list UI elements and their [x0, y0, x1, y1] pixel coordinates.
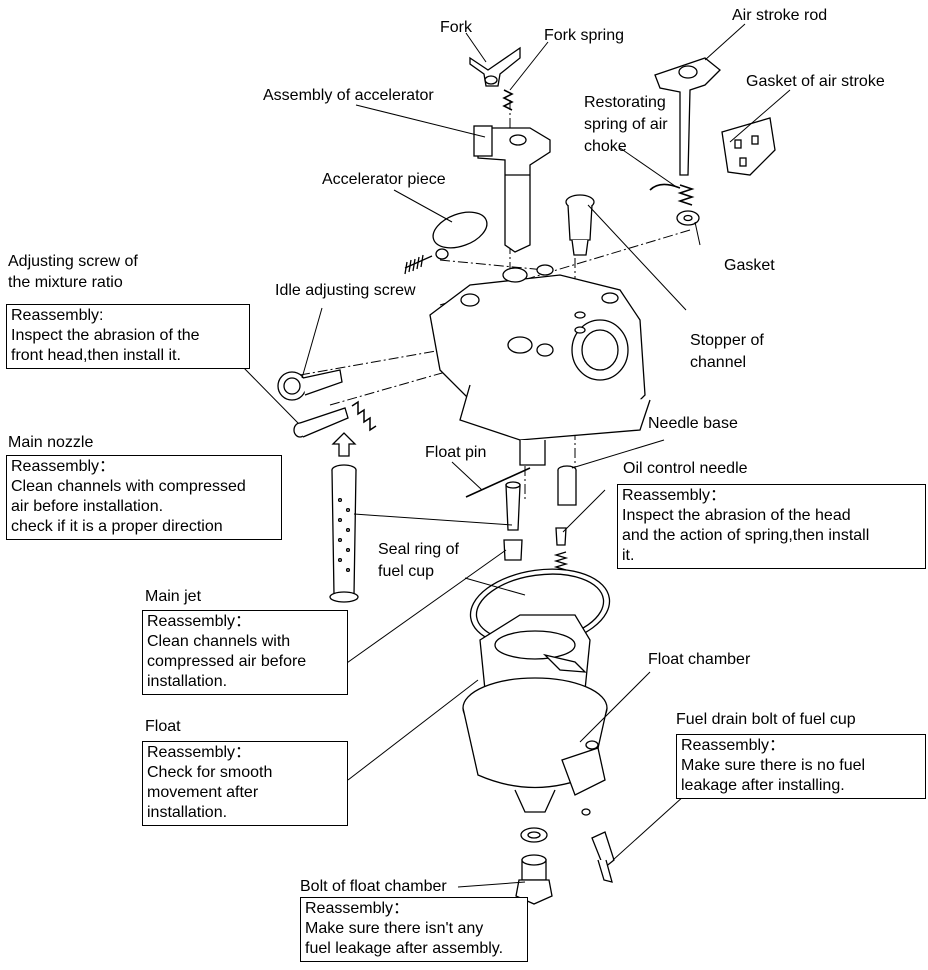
air-stroke-rod-part: [654, 57, 721, 176]
fuel-drain-bolt-part: [581, 808, 615, 883]
main-jet-part: [503, 481, 523, 561]
reassembly-title: Reassembly：: [147, 613, 252, 630]
reassembly-line: Clean channels with: [147, 633, 291, 650]
reassembly-title: Reassembly:: [11, 307, 104, 324]
label-bolt-float-chamber: Bolt of float chamber: [300, 878, 447, 895]
reassembly-title: Reassembly：: [681, 737, 786, 754]
label-adjusting-screw-2: the mixture ratio: [8, 274, 123, 291]
label-accelerator-piece: Accelerator piece: [322, 171, 446, 188]
accelerator-piece-part: [432, 211, 488, 249]
idle-adjusting-screw-part: [293, 400, 377, 438]
label-restorating-spring-1: Restorating: [584, 94, 666, 111]
float-pin-part: [465, 467, 531, 498]
reassembly-line: compressed air before: [147, 653, 307, 670]
label-restorating-spring-3: choke: [584, 138, 627, 155]
label-seal-ring-2: fuel cup: [378, 563, 435, 580]
reassembly-line: movement after: [147, 784, 259, 801]
label-restorating-spring-2: spring of air: [584, 116, 668, 133]
reassembly-line: Make sure there is no fuel: [681, 757, 866, 774]
float-part: [479, 614, 591, 701]
needle-base-part: [557, 465, 577, 506]
label-idle-adjusting-screw: Idle adjusting screw: [275, 282, 416, 299]
main-nozzle-part: [329, 464, 359, 603]
label-stopper-channel-2: channel: [690, 354, 747, 371]
label-stopper-channel-1: Stopper of: [690, 332, 764, 349]
float-chamber-washer-part: [520, 827, 548, 843]
stopper-of-channel-part: [565, 194, 595, 256]
reassembly-box-oil-control-needle: Reassembly： Inspect the abrasion of the …: [617, 484, 926, 569]
accelerator-screw-part: [404, 248, 449, 275]
label-air-stroke-rod: Air stroke rod: [732, 7, 828, 24]
reassembly-box-main-jet: Reassembly： Clean channels with compress…: [142, 610, 348, 695]
reassembly-title: Reassembly：: [11, 458, 116, 475]
reassembly-title: Reassembly：: [305, 900, 410, 917]
reassembly-line: Make sure there isn't any: [305, 920, 484, 937]
label-oil-control-needle: Oil control needle: [623, 460, 748, 477]
label-seal-ring-1: Seal ring of: [378, 541, 459, 558]
float-chamber-part: [462, 677, 608, 813]
reassembly-box-main-nozzle: Reassembly： Clean channels with compress…: [6, 455, 282, 540]
reassembly-line: air before installation.: [11, 498, 164, 515]
carburetor-body-part: [429, 264, 651, 466]
reassembly-box-mixture-screw: Reassembly: Inspect the abrasion of the …: [6, 304, 250, 369]
gasket-washer-part: [676, 210, 700, 226]
reassembly-title: Reassembly：: [147, 744, 252, 761]
label-needle-base: Needle base: [648, 415, 738, 432]
label-float: Float: [145, 718, 181, 735]
reassembly-line: Inspect the abrasion of the head: [622, 507, 851, 524]
label-fork-spring: Fork spring: [544, 27, 625, 44]
direction-arrow: [331, 432, 357, 457]
mixture-adjusting-screw-part: [277, 369, 343, 401]
reassembly-line: it.: [622, 547, 635, 564]
reassembly-box-fuel-drain-bolt: Reassembly： Make sure there is no fuel l…: [676, 734, 926, 799]
restoring-spring-part: [649, 183, 695, 206]
label-fork: Fork: [440, 19, 472, 36]
reassembly-line: and the action of spring,then install: [622, 527, 870, 544]
reassembly-line: Clean channels with compressed: [11, 478, 246, 495]
fork-spring-part: [502, 89, 514, 111]
fork-part: [469, 46, 521, 87]
reassembly-line: front head,then install it.: [11, 347, 181, 364]
label-fuel-drain-bolt: Fuel drain bolt of fuel cup: [676, 711, 856, 728]
reassembly-box-float: Reassembly： Check for smooth movement af…: [142, 741, 348, 826]
label-adjusting-screw-1: Adjusting screw of: [8, 253, 138, 270]
label-main-nozzle: Main nozzle: [8, 434, 94, 451]
label-gasket: Gasket: [724, 257, 775, 274]
label-assembly-accelerator: Assembly of accelerator: [263, 87, 434, 104]
reassembly-line: check if it is a proper direction: [11, 518, 223, 535]
accelerator-assembly-part: [473, 125, 551, 253]
leader-lines: [241, 23, 791, 888]
reassembly-line: installation.: [147, 673, 228, 690]
label-gasket-air-stroke: Gasket of air stroke: [746, 73, 885, 90]
reassembly-line: fuel leakage after assembly.: [305, 940, 504, 957]
reassembly-box-bolt-float-chamber: Reassembly： Make sure there isn't any fu…: [300, 897, 528, 962]
reassembly-line: Inspect the abrasion of the: [11, 327, 200, 344]
reassembly-line: leakage after installing.: [681, 777, 845, 794]
reassembly-line: Check for smooth: [147, 764, 273, 781]
gasket-air-stroke-part: [721, 117, 776, 176]
oil-control-needle-part: [553, 527, 569, 571]
label-float-pin: Float pin: [425, 444, 487, 461]
reassembly-line: installation.: [147, 804, 228, 821]
reassembly-title: Reassembly：: [622, 487, 727, 504]
label-float-chamber: Float chamber: [648, 651, 751, 668]
label-main-jet: Main jet: [145, 588, 202, 605]
